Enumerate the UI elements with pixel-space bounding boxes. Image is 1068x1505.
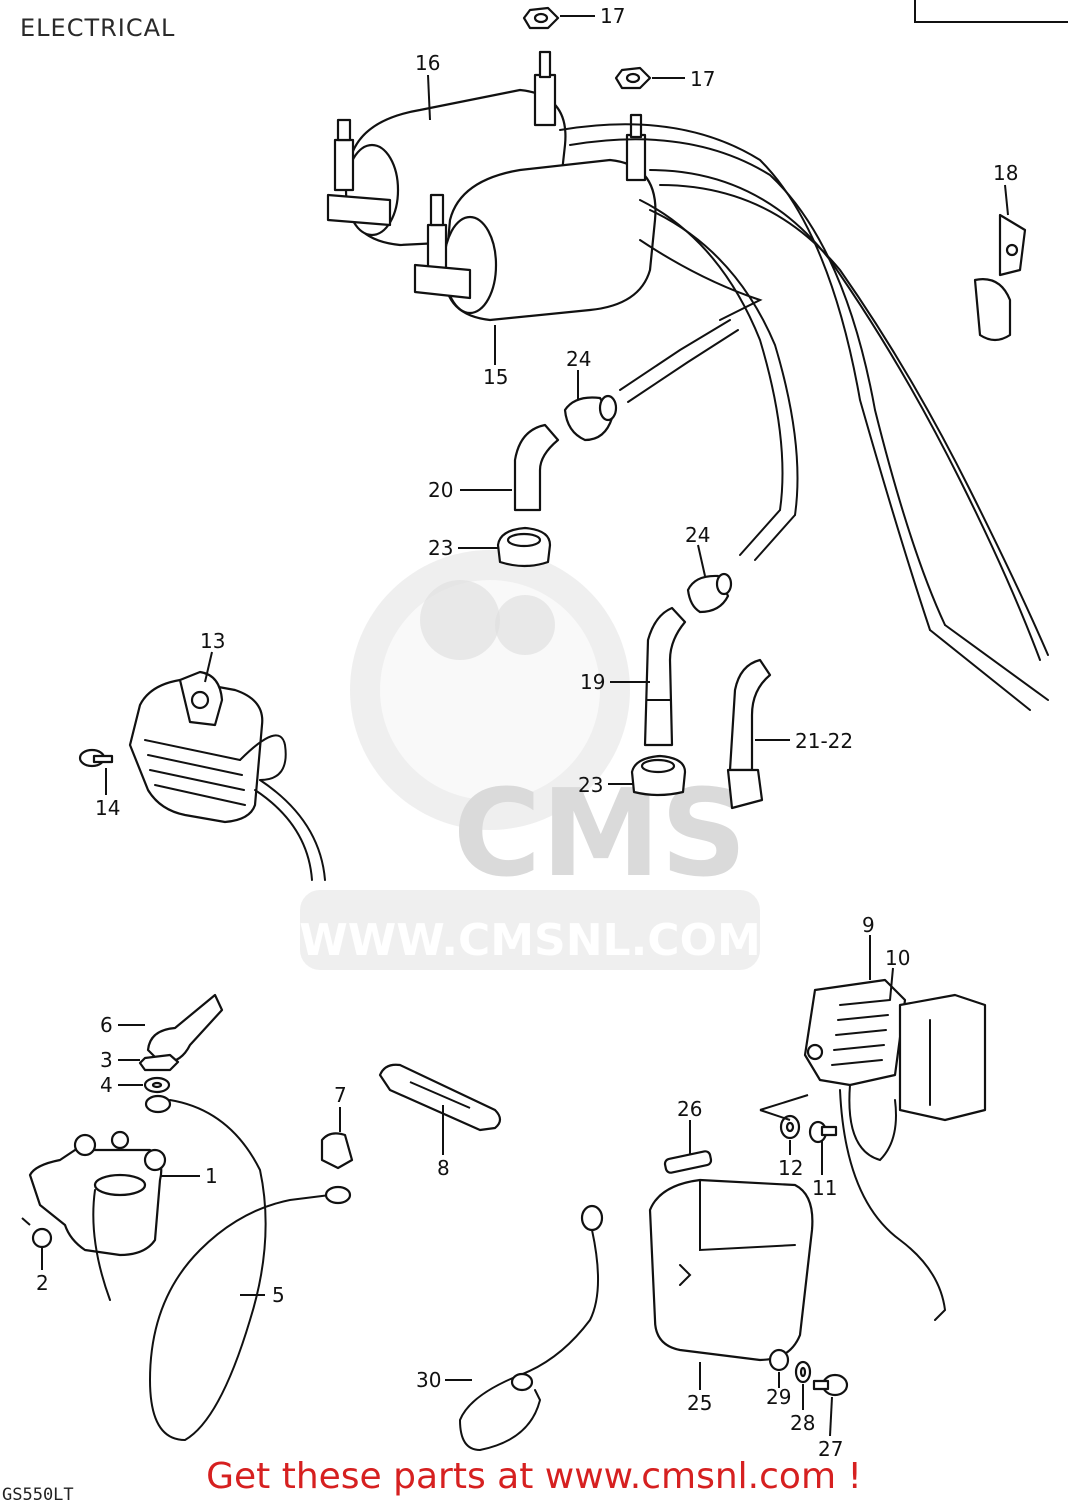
callout-24-lower: 24 [685,523,710,547]
diagram-title: ELECTRICAL [20,14,176,42]
callout-29: 29 [766,1385,791,1409]
callout-30: 30 [416,1368,441,1392]
fuse-box-9 [803,978,907,1087]
washer-4 [143,1076,171,1094]
nut-3 [138,1053,180,1072]
callout-15: 15 [483,365,508,389]
callout-12: 12 [778,1156,803,1180]
screw-27 [812,1373,849,1397]
clamp-18 [973,213,1027,342]
watermark-logo: CMS [453,765,747,904]
plug-cap-19 [643,606,687,747]
callout-24-upper: 24 [566,347,591,371]
washer-29 [768,1348,790,1372]
callout-21-22: 21-22 [795,729,853,753]
starter-cable-5 [144,1094,352,1442]
callout-25: 25 [687,1391,712,1415]
seal-23-lower [630,754,687,797]
callout-23-lower: 23 [578,773,603,797]
cms-watermark: CMS WWW.CMSNL.COM [299,550,761,970]
terminal-cap-6 [146,993,224,1064]
callout-3: 3 [100,1048,113,1072]
callout-5: 5 [272,1283,285,1307]
screw-11 [808,1120,838,1144]
callout-7: 7 [334,1083,347,1107]
callout-14: 14 [95,796,120,820]
callout-19: 19 [580,670,605,694]
fuse-box-cover-10 [898,993,987,1122]
callout-26: 26 [677,1097,702,1121]
fuse-26 [663,1150,713,1174]
callout-numbers: 17 17 16 15 18 24 20 23 24 19 21-22 23 1… [36,4,1018,1461]
washer-12 [779,1114,801,1140]
callout-17-second: 17 [690,67,715,91]
seal-24-lower [686,572,733,614]
bracket-8 [378,1063,502,1132]
callout-13: 13 [200,629,225,653]
ht-leads [559,123,1049,711]
callout-18: 18 [993,161,1018,185]
callout-16: 16 [415,51,440,75]
washer-28 [794,1360,812,1384]
callout-9: 9 [862,913,875,937]
leader-lines [41,15,1009,1437]
seal-24-upper [563,394,618,442]
screw-14 [78,748,114,768]
seal-23-upper [496,526,552,568]
plug-cap-20 [513,423,560,512]
callout-23-upper: 23 [428,536,453,560]
regulator-13 [128,670,326,881]
callout-8: 8 [437,1156,450,1180]
callout-20: 20 [428,478,453,502]
callout-6: 6 [100,1013,113,1037]
screw-2 [21,1217,53,1249]
callout-11: 11 [812,1176,837,1200]
nut-17-top [522,6,560,30]
plug-cap-21-22 [726,658,772,810]
watermark-url: WWW.CMSNL.COM [299,915,761,966]
callout-10: 10 [885,946,910,970]
starter-relay-1 [28,1130,167,1301]
clamp-7 [320,1132,354,1170]
promo-banner-link[interactable]: Get these parts at www.cmsnl.com ! [206,1456,862,1497]
earth-lead-30 [458,1204,604,1452]
callout-17-top: 17 [600,4,625,28]
callout-4: 4 [100,1073,113,1097]
nut-17-second [614,66,652,90]
callout-1: 1 [205,1164,218,1188]
callout-28: 28 [790,1411,815,1435]
fuse-box-wiring [839,1084,947,1321]
ignition-coil-15 [413,113,657,322]
cover-25 [648,1178,814,1362]
callout-2: 2 [36,1271,49,1295]
callout-27: 27 [818,1437,843,1461]
